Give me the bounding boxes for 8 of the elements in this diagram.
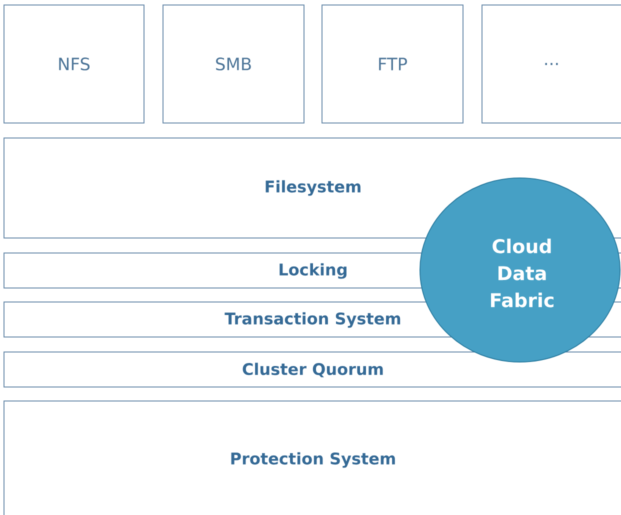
layer-box: Protection System <box>4 400 621 515</box>
layer-box: Locking <box>4 252 422 288</box>
layer-box: Transaction System <box>4 302 452 338</box>
protocol-box: NFS <box>4 4 144 124</box>
protocol-box: ... <box>482 4 621 124</box>
protocol-box: FTP <box>322 4 464 124</box>
layer-box: Cluster Quorum <box>4 352 621 388</box>
protocol-box: SMB <box>162 4 304 124</box>
